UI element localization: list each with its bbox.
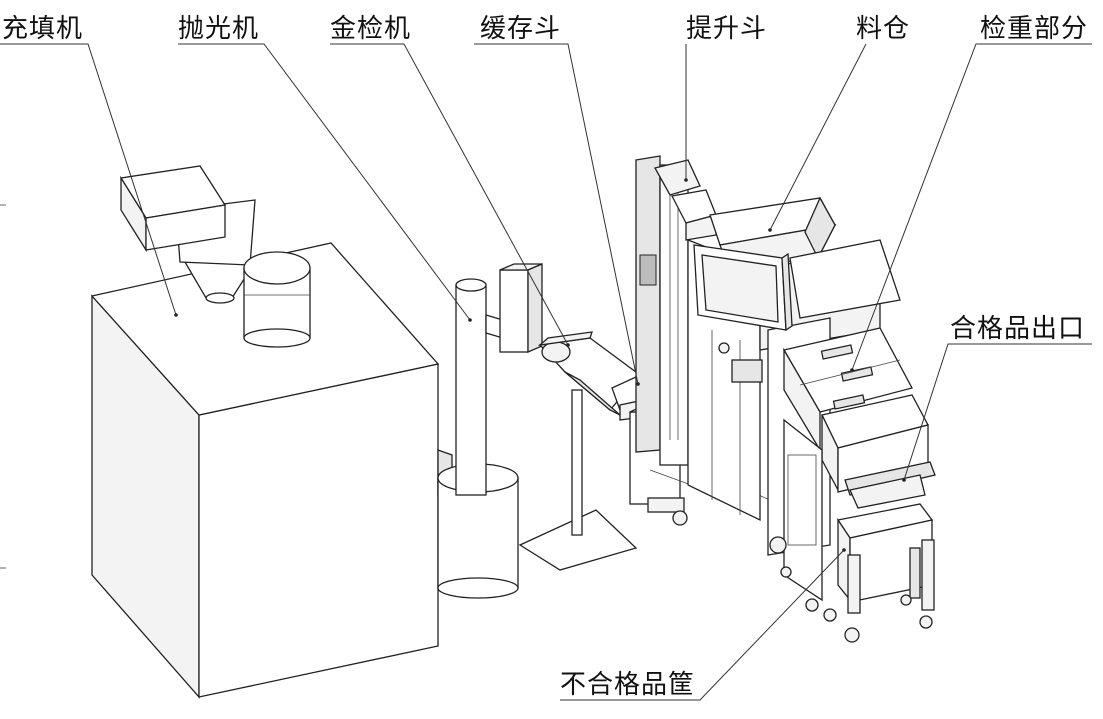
label-qualified-outlet: 合格品出口 — [950, 314, 1085, 344]
leader-dot — [636, 382, 640, 386]
leader-dot — [902, 478, 906, 482]
leader-dot — [174, 313, 178, 317]
leader-qualified-outlet — [903, 343, 1092, 481]
label-metal-detector: 金检机 — [330, 14, 411, 44]
leader-dot — [842, 548, 846, 552]
leader-dot — [684, 178, 688, 182]
leader-weighing-section — [851, 43, 1092, 371]
label-lift-hopper: 提升斗 — [686, 14, 767, 44]
leader-dot — [468, 318, 472, 322]
leader-dot — [850, 368, 854, 372]
leader-rejected-basket — [560, 549, 845, 701]
leader-buffer-hopper — [474, 43, 639, 385]
polishing-machine — [437, 263, 543, 599]
leader-filling-machine — [0, 43, 177, 316]
label-buffer-hopper: 缓存斗 — [480, 14, 561, 44]
metal-detector — [518, 331, 641, 571]
leader-metal-detector — [330, 43, 569, 346]
label-weighing-section: 检重部分 — [980, 14, 1088, 44]
leader-silo — [769, 43, 867, 231]
weighing-section — [782, 327, 913, 453]
rejected-basket — [805, 503, 935, 643]
leader-polishing-machine — [178, 43, 471, 321]
label-filling-machine: 充填机 — [2, 14, 83, 44]
lift-hopper — [635, 155, 771, 526]
label-silo: 料仓 — [856, 14, 910, 44]
label-rejected-basket: 不合格品筐 — [560, 670, 695, 700]
filling-machine — [90, 165, 453, 699]
leader-dot — [768, 228, 772, 232]
leader-lines — [0, 43, 1092, 701]
label-polishing-machine: 抛光机 — [178, 14, 259, 44]
leader-dot — [566, 343, 570, 347]
